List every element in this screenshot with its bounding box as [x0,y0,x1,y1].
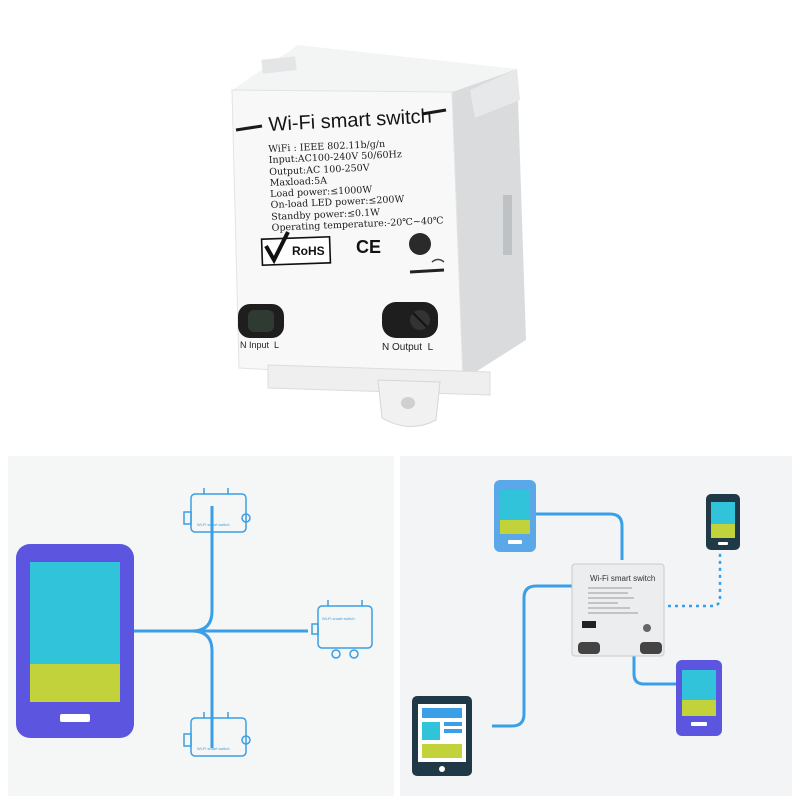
left-diagram-panel: Wi-Fi smart switch Wi-Fi smart switch Wi… [8,456,394,796]
phone-icon-bottom-right [676,660,722,736]
network-diagram [412,480,740,776]
one-to-many-diagram [16,488,373,757]
phone-icon-top-left [494,480,536,552]
large-phone-icon [16,544,134,738]
module-outline-bottom [183,712,251,757]
phone-icon-top-right [706,494,740,550]
product-photo: Wi-Fi smart switch WiFi : IEEE 802.11b/g… [200,40,540,440]
module-title: Wi-Fi smart switch [590,574,656,583]
ce-mark: CE [356,237,382,257]
module-label-top: Wi-Fi smart switch [197,522,230,527]
module-label-middle: Wi-Fi smart switch [322,616,355,621]
module-outline-middle [311,600,373,659]
input-port-label: N Input L [240,340,280,350]
smart-switch-device-image [231,45,526,427]
right-diagram-panel: Wi-Fi smart switch [400,456,792,796]
module-label-bottom: Wi-Fi smart switch [197,746,230,751]
rohs-label: RoHS [292,244,325,258]
smart-switch-module [571,563,665,657]
module-outline-top [183,488,251,533]
tablet-icon [412,696,472,776]
device-specs: WiFi : IEEE 802.11b/g/n Input:AC100-240V… [268,136,444,234]
output-port-label: N Output L [382,342,434,353]
